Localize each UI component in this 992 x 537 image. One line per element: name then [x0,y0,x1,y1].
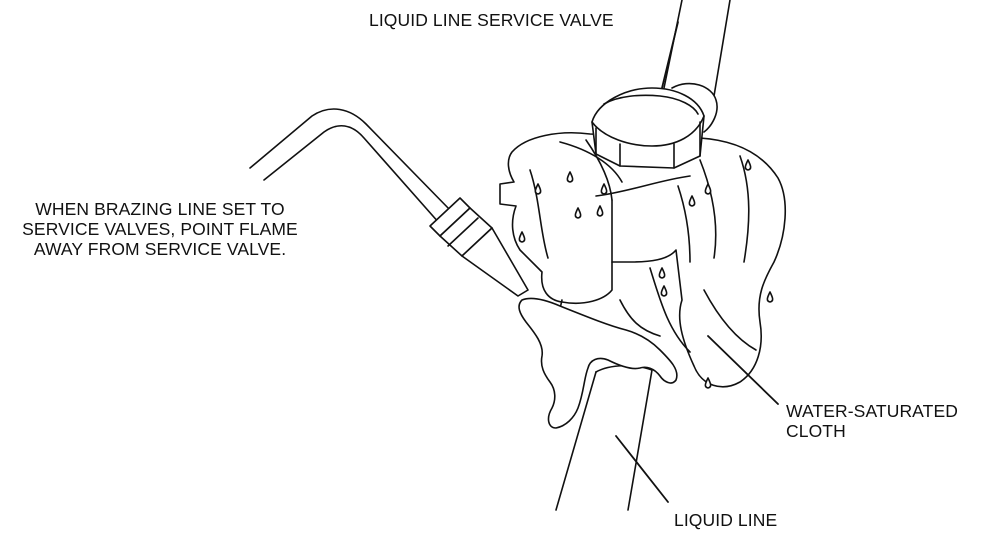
leader-liquid-line [615,435,669,503]
braze-flow [518,297,678,429]
leader-lines [615,21,779,503]
liquid-line-label: LIQUID LINE [674,510,778,530]
brazing-warning-label: WHEN BRAZING LINE SET TO SERVICE VALVES,… [0,199,320,259]
cloth-line-2: CLOTH [786,421,846,441]
service-valve-nut [591,87,705,169]
water-saturated-cloth [499,132,787,389]
warning-line-3: AWAY FROM SERVICE VALVE. [33,239,287,259]
liquid-line-pipe [545,299,653,511]
cloth-label: WATER-SATURATED CLOTH [786,401,958,441]
brazing-torch [245,108,529,297]
service-valve-label: LIQUID LINE SERVICE VALVE [369,10,614,30]
warning-line-1: WHEN BRAZING LINE SET TO [35,199,285,219]
cloth-line-1: WATER-SATURATED [786,401,958,421]
leader-cloth [707,335,779,405]
warning-line-2: SERVICE VALVES, POINT FLAME [22,219,298,239]
leader-service-valve [661,21,679,89]
